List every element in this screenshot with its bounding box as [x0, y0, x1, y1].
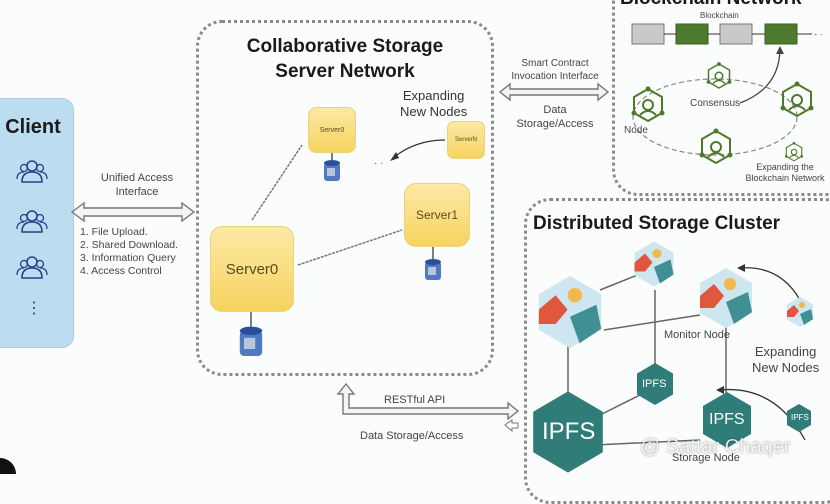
- cluster-expand-label: Expanding New Nodes: [752, 344, 820, 375]
- server-node: Server0: [308, 107, 356, 153]
- node-label: Node: [624, 125, 648, 136]
- server-node: ServerN: [447, 121, 485, 159]
- storage-node-label: Storage Node: [672, 452, 740, 464]
- smart-contract-arrow: [498, 82, 610, 102]
- operation-item: 3. Information Query: [80, 252, 176, 264]
- client-title: Client: [5, 116, 61, 138]
- restful-arrow: [336, 382, 520, 421]
- smart-contract-label: Smart Contract Invocation Interface: [511, 58, 599, 82]
- ipfs-label: IPFS: [542, 418, 596, 445]
- restful-data-label: Data Storage/Access: [360, 430, 464, 442]
- unified-access-arrow: [70, 201, 196, 223]
- ipfs-label: IPFS: [642, 378, 667, 390]
- operation-item: 4. Access Control: [80, 265, 162, 277]
- expand-blockchain-label: Expanding the Blockchain Network: [745, 162, 825, 183]
- svg-text:- ·: - ·: [814, 29, 823, 39]
- monitor-node-label: Monitor Node: [664, 329, 731, 341]
- expand-nodes-label: Expanding New Nodes: [400, 88, 468, 119]
- unified-access-label: Unified Access Interface: [100, 172, 174, 198]
- operations-list: 1. File Upload. 2. Shared Download. 3. I…: [80, 226, 178, 278]
- client-more: ⋮: [26, 300, 42, 317]
- ipfs-label: IPFS: [791, 413, 809, 422]
- link-line: [297, 229, 403, 266]
- operation-item: 1. File Upload.: [80, 226, 148, 238]
- users-icon: [16, 256, 48, 279]
- server-network-title: Collaborative Storage Server Network: [246, 36, 444, 82]
- data-storage-label: Data Storage/Access: [516, 104, 594, 130]
- operation-item: 2. Shared Download.: [80, 239, 179, 251]
- svg-text:· ·: · ·: [374, 158, 383, 169]
- cluster-links: [567, 271, 727, 446]
- server-node: Server0: [210, 226, 294, 312]
- blockchain-title: Blockchain Network: [620, 0, 802, 10]
- users-icon: [16, 160, 48, 183]
- blockchain-network-box: [612, 0, 830, 196]
- cluster-title: Distributed Storage Cluster: [533, 213, 781, 234]
- link-line: [251, 144, 303, 221]
- ipfs-label: IPFS: [709, 411, 745, 428]
- diagram-canvas: · · - ·: [0, 23, 823, 474]
- watermark: @ Sattar Chaqer: [640, 436, 791, 458]
- server-network-box: [196, 20, 494, 376]
- server-node: Server1: [404, 183, 470, 247]
- consensus-ring: [632, 78, 798, 156]
- users-icon: [16, 210, 48, 233]
- restful-api-label: RESTful API: [384, 394, 446, 406]
- blockchain-label: Blockchain: [700, 11, 739, 20]
- consensus-label: Consensus: [690, 98, 741, 109]
- blockchain-blocks: - ·: [631, 23, 823, 45]
